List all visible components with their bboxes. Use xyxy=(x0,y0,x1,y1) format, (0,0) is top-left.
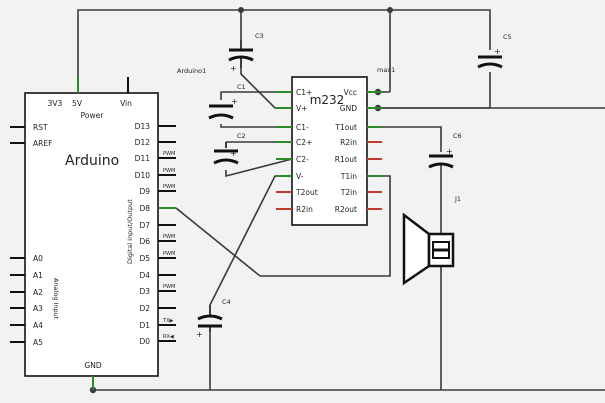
analog-group-label: Analog Input xyxy=(52,278,60,320)
max232-chip: max1 m232 C1+ V+ C1- C2+ C2- V- T2out R2… xyxy=(276,66,395,226)
max232-pin-t1in: T1in xyxy=(340,172,357,181)
power-group-label: Power xyxy=(81,111,105,120)
arduino-pin-d11: D11 xyxy=(135,154,151,163)
c4-label: C4 xyxy=(222,298,231,306)
capacitor-c3: + C3 xyxy=(228,32,264,73)
max232-title: m232 xyxy=(310,93,345,107)
speaker-j1: J1 xyxy=(402,195,461,286)
arduino-pin-a1: A1 xyxy=(33,271,43,280)
j1-label: J1 xyxy=(454,195,461,203)
arduino-pin-rst: RST xyxy=(33,123,48,132)
pwm-flag-d11: PWM xyxy=(163,151,175,157)
max232-pin-r2out: R2out xyxy=(335,205,357,214)
c3-plus: + xyxy=(230,64,237,73)
capacitor-c6: + C6 xyxy=(428,132,462,169)
max232-pin-t2out: T2out xyxy=(295,188,318,197)
capacitor-c2: + C2 xyxy=(213,132,246,165)
tx-flag-d1: TX▶ xyxy=(162,318,173,324)
max232-pin-c2minus: C2- xyxy=(296,155,309,164)
max232-pin-r2in-right: R2in xyxy=(340,138,357,147)
arduino-pin-d9: D9 xyxy=(139,187,150,196)
c4-plus: + xyxy=(196,330,203,339)
arduino-pin-d0: D0 xyxy=(139,337,150,346)
arduino-pin-vin: Vin xyxy=(120,99,132,108)
arduino-title: Arduino xyxy=(65,153,119,169)
max232-pin-t2in: T2in xyxy=(340,188,357,197)
c6-plus: + xyxy=(446,147,453,156)
arduino-pin-a5: A5 xyxy=(33,338,43,347)
pwm-flag-d5: PWM xyxy=(163,251,175,257)
c5-plus: + xyxy=(494,47,501,56)
arduino-pin-d5: D5 xyxy=(139,254,150,263)
max232-pin-vplus: V+ xyxy=(296,104,307,113)
arduino-pin-a4: A4 xyxy=(33,321,43,330)
capacitor-c1: + C1 xyxy=(208,83,246,120)
max232-pin-r2in-left: R2in xyxy=(296,205,313,214)
arduino-pin-d1: D1 xyxy=(139,321,150,330)
arduino-pin-a2: A2 xyxy=(33,288,43,297)
max232-instance-label: max1 xyxy=(377,66,395,74)
pwm-flag-d3: PWM xyxy=(163,284,175,290)
arduino-pin-d12: D12 xyxy=(135,138,151,147)
c2-plus: + xyxy=(230,149,237,158)
arduino-pin-d10: D10 xyxy=(135,171,151,180)
arduino-pin-d8: D8 xyxy=(139,204,150,213)
capacitor-c4: + C4 xyxy=(196,298,231,339)
arduino-pin-a3: A3 xyxy=(33,304,43,313)
max232-pin-vminus: V- xyxy=(296,172,304,181)
arduino-instance-label: Arduino1 xyxy=(177,67,206,75)
max232-pin-r1out: R1out xyxy=(335,155,357,164)
c2-label: C2 xyxy=(237,132,246,140)
max232-pin-c1plus: C1+ xyxy=(296,88,312,97)
digital-group-label: Digital Input/Output xyxy=(126,199,134,264)
max232-pin-c2plus: C2+ xyxy=(296,138,312,147)
rx-flag-d0: RX◀ xyxy=(163,334,174,340)
max232-pin-c1minus: C1- xyxy=(296,123,309,132)
wires xyxy=(77,9,605,391)
c1-label: C1 xyxy=(237,83,246,91)
arduino-pin-d4: D4 xyxy=(139,271,150,280)
arduino-pin-5v: 5V xyxy=(72,99,83,108)
arduino-pin-d3: D3 xyxy=(139,287,150,296)
arduino-pin-d13: D13 xyxy=(135,122,151,131)
c3-label: C3 xyxy=(255,32,264,40)
arduino-pin-d2: D2 xyxy=(139,304,150,313)
arduino-pin-a0: A0 xyxy=(33,254,43,263)
arduino-pin-d6: D6 xyxy=(139,237,150,246)
max232-pin-gnd: GND xyxy=(340,104,357,113)
max232-pin-t1out: T1out xyxy=(334,123,357,132)
max232-pin-vcc: Vcc xyxy=(344,88,357,97)
arduino-pin-d7: D7 xyxy=(139,221,150,230)
pwm-flag-d6: PWM xyxy=(163,234,175,240)
pwm-flag-d9: PWM xyxy=(163,184,175,190)
c1-plus: + xyxy=(231,97,238,106)
capacitor-c5: + C5 xyxy=(477,33,512,69)
arduino-board: 3V3 5V Vin Power Arduino1 Arduino RST AR… xyxy=(10,67,206,390)
pwm-flag-d10: PWM xyxy=(163,168,175,174)
arduino-pin-3v3: 3V3 xyxy=(48,99,63,108)
arduino-pin-gnd: GND xyxy=(84,361,101,370)
arduino-pin-aref: AREF xyxy=(33,139,52,148)
c5-label: C5 xyxy=(503,33,512,41)
c6-label: C6 xyxy=(453,132,462,140)
